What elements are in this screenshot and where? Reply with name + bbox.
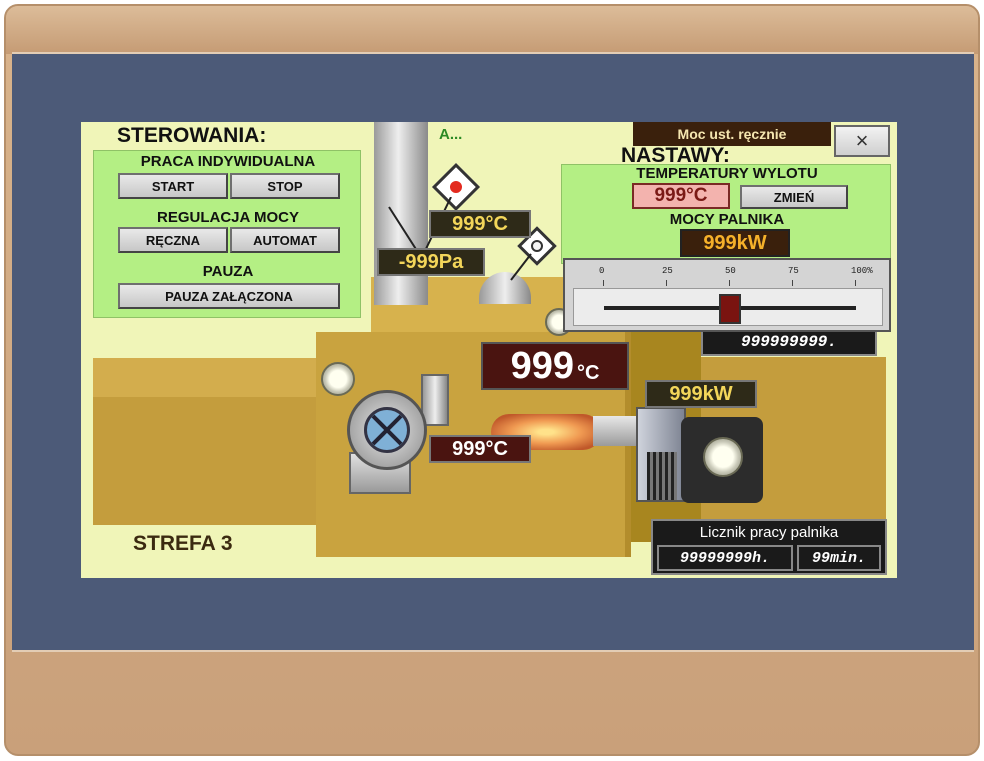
porthole-left xyxy=(321,362,355,396)
hmi-screen: 999°C -999Pa 999°C 999kW 999°C 999999999… xyxy=(81,122,897,578)
boiler-temp-value: 999 xyxy=(510,344,574,387)
slider-tick xyxy=(729,280,730,286)
air-temp-readout: 999°C xyxy=(429,435,531,463)
slider-tick-label: 25 xyxy=(662,266,673,276)
burner-porthole xyxy=(703,437,743,477)
pause-button[interactable]: PAUZA ZAŁĄCZONA xyxy=(118,283,340,309)
pressure-probe-icon xyxy=(510,253,532,281)
energy-counter-readout: 999999999. xyxy=(701,328,877,356)
floor-left xyxy=(93,397,323,525)
close-icon: × xyxy=(855,128,869,153)
burner-head[interactable] xyxy=(681,417,763,503)
boiler-temp-readout: 999°C xyxy=(481,342,629,390)
close-button[interactable]: × xyxy=(834,125,890,157)
floor-left-top xyxy=(93,358,323,398)
counter-title: Licznik pracy palnika xyxy=(699,524,839,541)
burner-counter-panel: Licznik pracy palnika 99999999h. 99min. xyxy=(651,519,887,575)
slider-tick-label: 50 xyxy=(725,266,736,276)
burner-grill xyxy=(647,452,677,500)
counter-minutes: 99min. xyxy=(797,545,881,571)
counter-hours: 99999999h. xyxy=(657,545,793,571)
slider-tick-label: 100% xyxy=(851,266,873,276)
power-setpoint-title: MOCY PALNIKA xyxy=(669,211,785,228)
mode-badge: Moc ust. ręcznie xyxy=(633,122,831,146)
burner-power-readout: 999kW xyxy=(645,380,757,408)
status-text: A... xyxy=(439,126,463,143)
automat-button[interactable]: AUTOMAT xyxy=(230,227,340,253)
burner-nozzle xyxy=(593,416,641,446)
power-slider[interactable] xyxy=(573,288,883,326)
pressure-readout: -999Pa xyxy=(377,248,485,276)
flue-temp-readout: 999°C xyxy=(429,210,531,238)
slider-tick xyxy=(792,280,793,286)
temp-setpoint-title: TEMPERATURY WYLOTU xyxy=(636,165,818,182)
slider-tick xyxy=(855,280,856,286)
nastawy-title: NASTAWY: xyxy=(621,144,730,167)
sterowania-panel: PRACA INDYWIDUALNA START STOP REGULACJA … xyxy=(93,150,361,318)
start-button[interactable]: START xyxy=(118,173,228,199)
slider-tick-label: 0 xyxy=(599,266,605,276)
praca-title: PRACA INDYWIDUALNA xyxy=(140,153,316,170)
boiler-temp-unit: °C xyxy=(576,361,600,384)
device-top-strip xyxy=(6,6,978,54)
slider-tick-label: 75 xyxy=(788,266,799,276)
change-button[interactable]: ZMIEŃ xyxy=(740,185,848,209)
power-setpoint-field: 999kW xyxy=(680,229,790,257)
fan-outlet-pipe xyxy=(421,374,449,426)
sterowania-title: STEROWANIA: xyxy=(117,124,267,147)
slider-tick xyxy=(603,280,604,286)
nastawy-panel: TEMPERATURY WYLOTU 999°C ZMIEŃ MOCY PALN… xyxy=(561,164,891,264)
power-slider-box: 0 25 50 75 100% xyxy=(563,258,891,332)
temp-setpoint-field[interactable]: 999°C xyxy=(632,183,730,209)
slider-tick xyxy=(666,280,667,286)
pauza-title: PAUZA xyxy=(202,263,254,280)
stop-button[interactable]: STOP xyxy=(230,173,340,199)
fan-rotor-icon xyxy=(364,407,410,453)
regulacja-title: REGULACJA MOCY xyxy=(157,209,299,226)
manual-button[interactable]: RĘCZNA xyxy=(118,227,228,253)
zone-label: STREFA 3 xyxy=(133,532,233,555)
slider-handle[interactable] xyxy=(719,294,741,324)
